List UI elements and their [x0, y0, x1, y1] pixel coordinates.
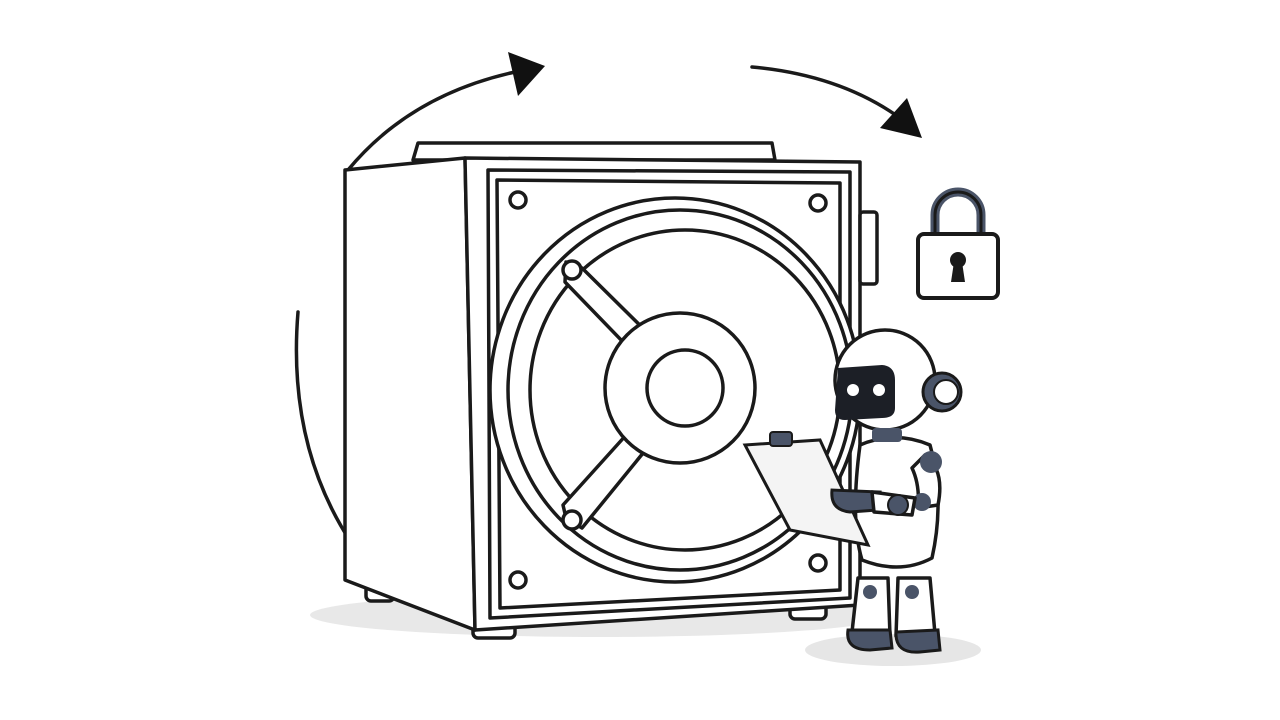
padlock-icon [916, 187, 1000, 300]
bolt [508, 190, 528, 210]
dial-hub [645, 348, 725, 428]
clipboard-icon [742, 431, 871, 548]
safe [343, 141, 879, 640]
robot-icon [742, 328, 963, 654]
rotate-arrow-icon [750, 65, 922, 138]
safe-side [343, 156, 477, 632]
bolt [808, 553, 828, 573]
robot-shadow [805, 634, 981, 666]
rotate-arrow-icon [346, 52, 545, 172]
bolt [808, 193, 828, 213]
safe-hinge [858, 210, 879, 286]
bolt [508, 570, 528, 590]
